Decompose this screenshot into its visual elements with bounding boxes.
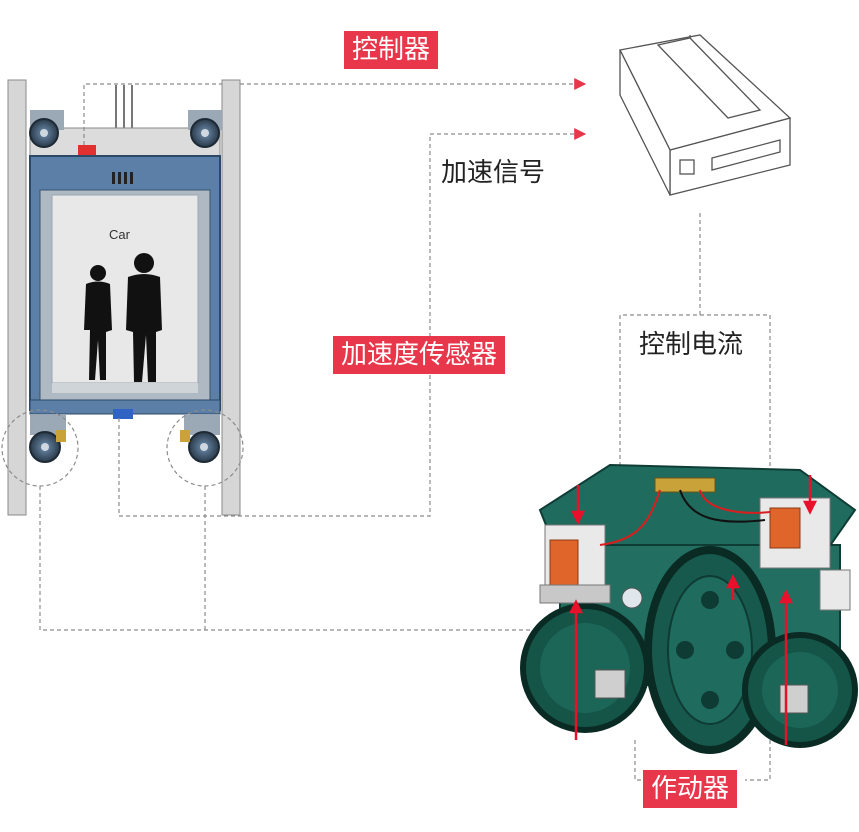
sensor-bottom bbox=[113, 409, 133, 419]
left-guide-rail bbox=[7, 79, 27, 516]
sensor-top bbox=[78, 145, 96, 155]
accel-signal-label: 加速信号 bbox=[437, 158, 550, 188]
car-cabin bbox=[51, 194, 199, 384]
controller-label: 控制器 bbox=[344, 31, 439, 69]
accel-sensor-label: 加速度传感器 bbox=[333, 336, 506, 374]
control-current-label: 控制电流 bbox=[635, 330, 748, 360]
passenger-silhouette-icon bbox=[84, 253, 162, 382]
active-roller-guide-icon bbox=[520, 463, 858, 754]
bottom-left-roller-icon bbox=[29, 415, 66, 463]
bottom-right-roller-icon bbox=[180, 415, 220, 463]
right-guide-rail bbox=[221, 79, 241, 516]
controller-box-icon bbox=[619, 34, 792, 196]
elevator-car-icon bbox=[1, 79, 244, 516]
actuator-label: 作动器 bbox=[643, 770, 738, 808]
top-right-roller-icon bbox=[188, 110, 222, 148]
car-label: Car bbox=[109, 227, 130, 242]
top-left-roller-icon bbox=[29, 110, 64, 148]
